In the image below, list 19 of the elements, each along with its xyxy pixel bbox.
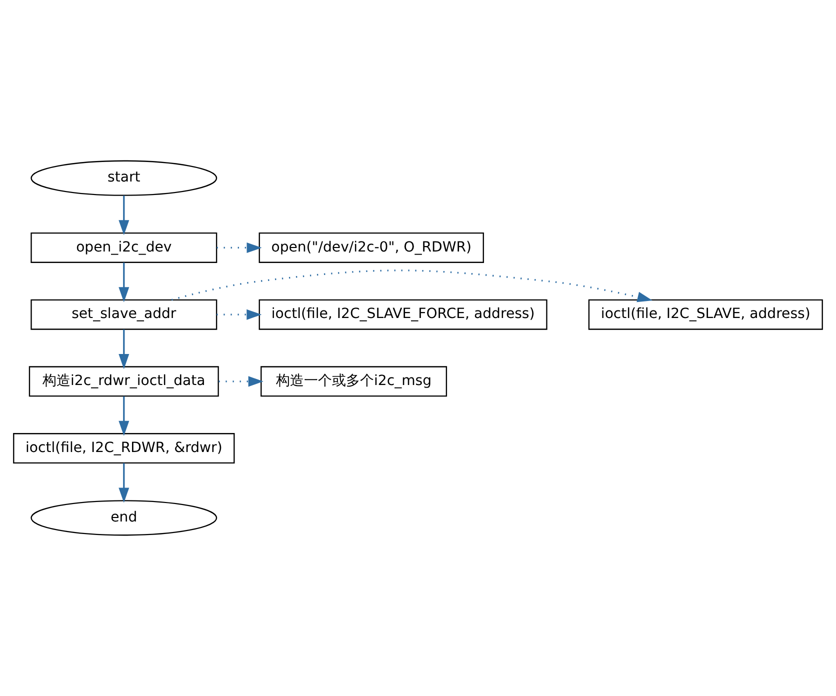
node-box: 构造一个或多个i2c_msg (260, 366, 448, 397)
arrow (118, 396, 130, 436)
node-box: ioctl(file, I2C_SLAVE, address) (588, 299, 823, 330)
arrow (118, 463, 130, 503)
node-box: ioctl(file, I2C_RDWR, &rdwr) (13, 433, 235, 464)
arrow (118, 329, 130, 370)
arrow (118, 196, 130, 236)
arrow (218, 376, 264, 387)
node-box: open_i2c_dev (30, 232, 218, 263)
node-box: set_slave_addr (30, 299, 218, 330)
arrow (216, 309, 262, 320)
node-box: ioctl(file, I2C_SLAVE_FORCE, address) (258, 299, 548, 330)
node-box: open("/dev/i2c-0", O_RDWR) (258, 232, 484, 263)
arrow (118, 262, 130, 302)
node-box: 构造i2c_rdwr_ioctl_data (28, 366, 219, 397)
arrow (171, 270, 652, 302)
node-ellipse: end (30, 500, 218, 536)
node-ellipse: start (30, 160, 218, 196)
arrow (216, 242, 262, 253)
